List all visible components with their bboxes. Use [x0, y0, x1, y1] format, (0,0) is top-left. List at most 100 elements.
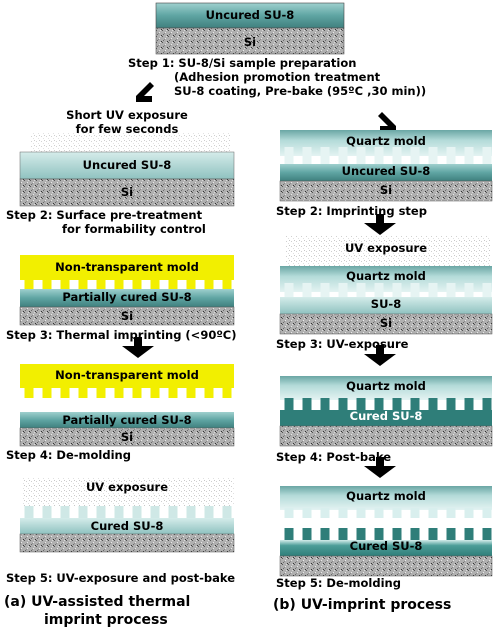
left-s4-caption: Step 4: De-molding [6, 448, 131, 462]
arrow-down-left-s3-icon [122, 337, 154, 358]
mold-tooth [222, 388, 232, 398]
right-s2-layer-label: Uncured SU-8 [341, 164, 431, 178]
right-s3-caption: Step 3: UV-exposure [276, 337, 409, 351]
left-title-line2: imprint process [44, 612, 168, 628]
left-s3-layer-label: Partially cured SU-8 [62, 290, 192, 304]
mold-tooth [320, 508, 330, 518]
su8-pillar [78, 400, 88, 412]
su8-pillar [464, 528, 474, 540]
left-s5-su8-layer [20, 518, 234, 534]
su8-pillar [186, 400, 196, 412]
step1-line3: SU-8 coating, Pre-bake (95ºC ,30 min)) [174, 84, 427, 98]
mold-tooth [168, 388, 178, 398]
mold-tooth [320, 283, 330, 297]
mold-tooth [204, 280, 214, 289]
mold-tooth [464, 147, 474, 164]
cured-pillar [284, 398, 294, 410]
right-s5-si-substrate [279, 555, 493, 577]
mold-tooth [374, 283, 384, 297]
su8-pillar [482, 528, 492, 540]
right-s3-layer-label: SU-8 [370, 297, 402, 311]
left-s5-su8-pattern [24, 506, 232, 518]
mold-tooth [42, 388, 52, 398]
left-s3-su8-layer [20, 289, 234, 307]
mold-tooth [150, 280, 160, 289]
arrow-down-right-icon [378, 112, 396, 132]
left-s5-si-substrate [19, 533, 235, 553]
left-s2-su8-layer [19, 151, 235, 180]
su8-pillar [204, 506, 214, 518]
right-s4-quartz-mold [280, 376, 492, 400]
mold-tooth [186, 280, 196, 289]
mold-tooth [410, 283, 420, 297]
right-s3-uv-cloud [285, 236, 490, 266]
su8-pillar [428, 528, 438, 540]
mold-tooth [446, 147, 456, 164]
mold-tooth [356, 147, 366, 164]
right-s4-caption: Step 4: Post-bake [276, 450, 391, 464]
su8-pillar [24, 506, 34, 518]
left-s4-si-label: Si [120, 430, 134, 444]
left-s4-mold-label: Non-transparent mold [55, 368, 199, 382]
right-s2-si-substrate [279, 180, 493, 202]
right-s3-uv-label: UV exposure [344, 241, 428, 255]
cured-pillar [464, 398, 474, 410]
right-s2-quartz-mold [280, 130, 492, 156]
mold-tooth [168, 280, 178, 289]
mold-tooth [392, 147, 402, 164]
su8-pillar [132, 400, 142, 412]
mold-tooth [374, 147, 384, 164]
arrow-down-right-s3-icon [364, 345, 396, 366]
su8-pillar [392, 528, 402, 540]
mold-tooth [392, 508, 402, 518]
step1-su8-label: Uncured SU-8 [205, 8, 295, 22]
su8-pillar [42, 400, 52, 412]
step1-si-substrate [155, 27, 345, 55]
mold-tooth [464, 508, 474, 518]
mold-tooth [410, 508, 420, 518]
su8-pillar [24, 400, 34, 412]
cured-pillar [356, 398, 366, 410]
right-s3-quartz-mold [280, 266, 492, 292]
right-s5-caption: Step 5: De-molding [276, 576, 401, 590]
right-s4-layer-label: Cured SU-8 [349, 409, 423, 423]
su8-pillar [114, 400, 124, 412]
left-s4-su8-layer [20, 412, 234, 428]
mold-tooth [222, 280, 232, 289]
su8-pillar [60, 506, 70, 518]
left-s2-caption-line2: for formability control [62, 222, 206, 236]
su8-pillar [132, 506, 142, 518]
left-s2-caption-line1: Step 2: Surface pre-treatment [6, 208, 203, 222]
right-s5-mold-label: Quartz mold [346, 489, 426, 503]
mold-tooth [284, 508, 294, 518]
mold-tooth [150, 388, 160, 398]
left-s4-su8-pattern [24, 400, 232, 412]
mold-tooth [338, 508, 348, 518]
su8-pillar [222, 400, 232, 412]
cured-pillar [374, 398, 384, 410]
su8-pillar [204, 400, 214, 412]
arrow-down-right-s2-icon [364, 214, 396, 235]
mold-tooth [464, 283, 474, 297]
su8-pillar [96, 506, 106, 518]
arrow-down-left-icon [136, 82, 154, 102]
cured-pillar [392, 398, 402, 410]
su8-pillar [374, 528, 384, 540]
mold-tooth [482, 147, 492, 164]
mold-tooth [186, 388, 196, 398]
right-s5-su8-layer [280, 540, 492, 556]
su8-pillar [168, 506, 178, 518]
right-s5-su8-pattern [284, 528, 492, 540]
left-s3-si-label: Si [120, 309, 134, 323]
right-s3-si-substrate [279, 313, 493, 335]
mold-tooth [24, 280, 34, 289]
mold-tooth [320, 147, 330, 164]
left-s4-layer-label: Partially cured SU-8 [62, 413, 192, 427]
cured-pillar [410, 398, 420, 410]
right-s3-su8-layer [280, 297, 492, 314]
right-s2-mold-teeth [284, 147, 492, 164]
mold-tooth [302, 283, 312, 297]
mold-tooth [428, 508, 438, 518]
